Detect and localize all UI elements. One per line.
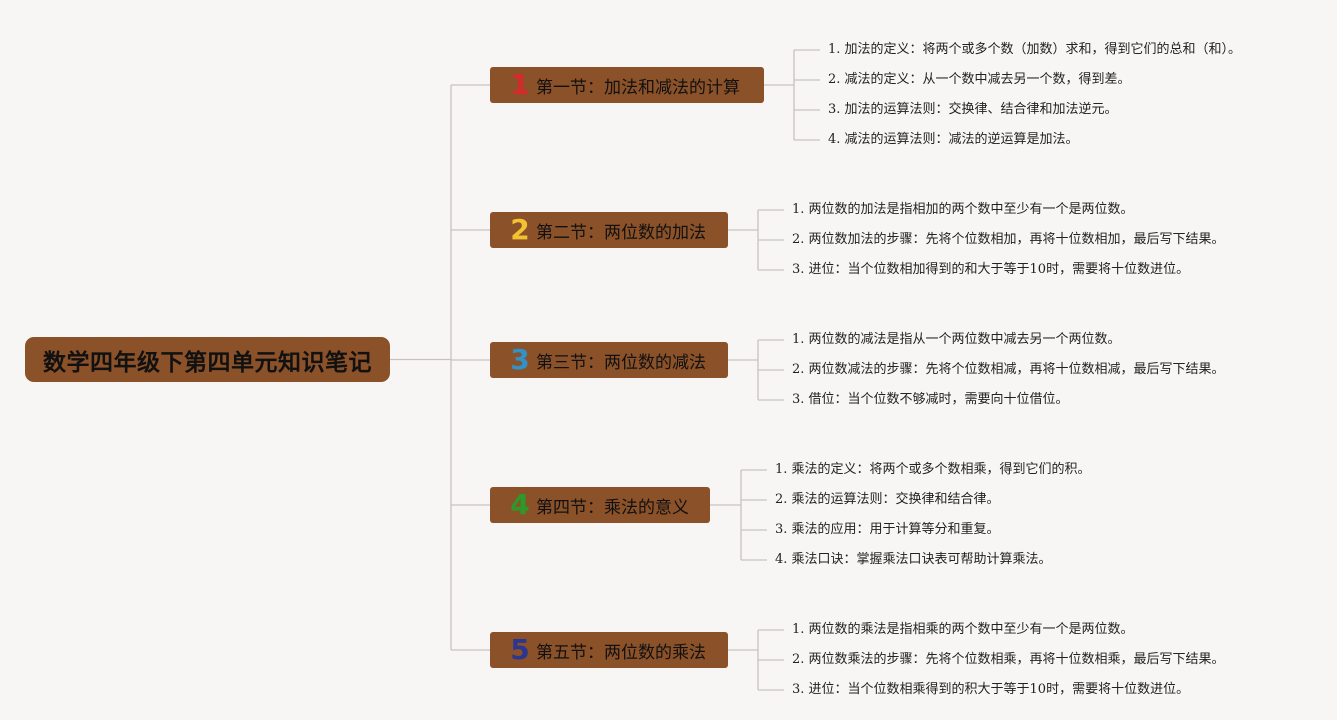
note-item[interactable]: 3. 乘法的应用：用于计算等分和重复。 bbox=[775, 522, 1000, 537]
note-item[interactable]: 1. 两位数的乘法是指相乘的两个数中至少有一个是两位数。 bbox=[792, 622, 1134, 637]
note-item[interactable]: 1. 乘法的定义：将两个或多个数相乘，得到它们的积。 bbox=[775, 462, 1091, 477]
note-item[interactable]: 1. 加法的定义：将两个或多个数（加数）求和，得到它们的总和（和）。 bbox=[828, 42, 1242, 57]
section-label: 第一节：加法和减法的计算 bbox=[536, 77, 740, 98]
section-label: 第四节：乘法的意义 bbox=[536, 497, 689, 518]
note-item[interactable]: 2. 乘法的运算法则：交换律和结合律。 bbox=[775, 492, 1000, 507]
note-item[interactable]: 2. 两位数减法的步骤：先将个位数相减，再将十位数相减，最后写下结果。 bbox=[792, 362, 1225, 377]
note-item[interactable]: 3. 进位：当个位数相乘得到的积大于等于10时，需要将十位数进位。 bbox=[792, 682, 1190, 697]
note-item[interactable]: 3. 加法的运算法则：交换律、结合律和加法逆元。 bbox=[828, 102, 1118, 117]
section-number: 1 bbox=[510, 68, 530, 101]
note-item[interactable]: 3. 进位：当个位数相加得到的和大于等于10时，需要将十位数进位。 bbox=[792, 262, 1190, 277]
section-label: 第三节：两位数的减法 bbox=[536, 352, 706, 373]
note-item[interactable]: 4. 减法的运算法则：减法的逆运算是加法。 bbox=[828, 132, 1079, 147]
section-node-4[interactable]: 4 第四节：乘法的意义 bbox=[490, 487, 710, 523]
note-item[interactable]: 1. 两位数的减法是指从一个两位数中减去另一个两位数。 bbox=[792, 332, 1121, 347]
note-item[interactable]: 2. 减法的定义：从一个数中减去另一个数，得到差。 bbox=[828, 72, 1131, 87]
section-number: 5 bbox=[510, 633, 530, 666]
note-item[interactable]: 2. 两位数乘法的步骤：先将个位数相乘，再将十位数相乘，最后写下结果。 bbox=[792, 652, 1225, 667]
note-item[interactable]: 1. 两位数的加法是指相加的两个数中至少有一个是两位数。 bbox=[792, 202, 1134, 217]
note-item[interactable]: 2. 两位数加法的步骤：先将个位数相加，再将十位数相加，最后写下结果。 bbox=[792, 232, 1225, 247]
section-number: 2 bbox=[510, 213, 530, 246]
section-node-2[interactable]: 2 第二节：两位数的加法 bbox=[490, 212, 728, 248]
section-node-1[interactable]: 1 第一节：加法和减法的计算 bbox=[490, 67, 764, 103]
section-label: 第五节：两位数的乘法 bbox=[536, 642, 706, 663]
section-number: 4 bbox=[510, 488, 530, 521]
note-item[interactable]: 4. 乘法口诀：掌握乘法口诀表可帮助计算乘法。 bbox=[775, 552, 1052, 567]
note-item[interactable]: 3. 借位：当个位数不够减时，需要向十位借位。 bbox=[792, 392, 1069, 407]
section-node-5[interactable]: 5 第五节：两位数的乘法 bbox=[490, 632, 728, 668]
section-node-3[interactable]: 3 第三节：两位数的减法 bbox=[490, 342, 728, 378]
section-label: 第二节：两位数的加法 bbox=[536, 222, 706, 243]
section-number: 3 bbox=[510, 343, 530, 376]
root-topic[interactable]: 数学四年级下第四单元知识笔记 bbox=[25, 337, 390, 382]
